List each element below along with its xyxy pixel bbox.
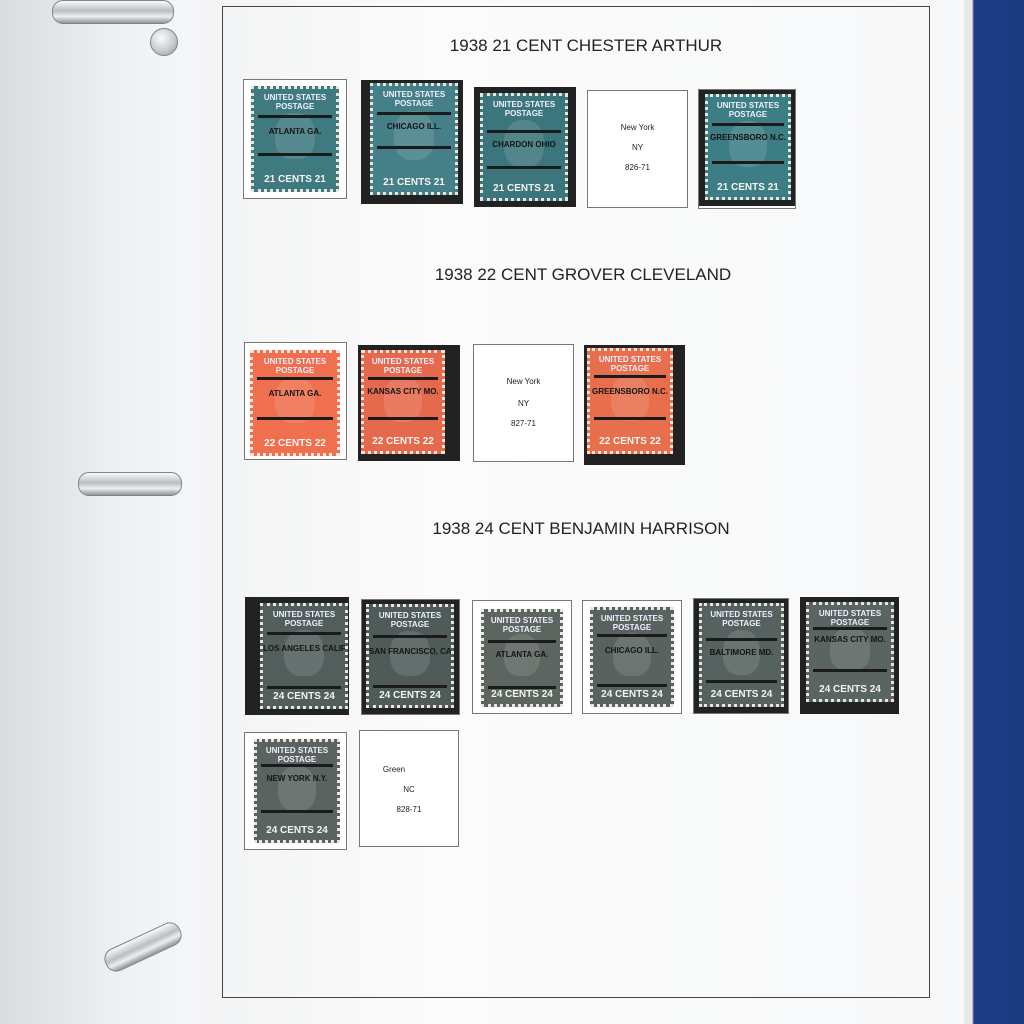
placeholder-slot: New York NY 827-71 — [473, 344, 574, 462]
stamp-24c-harrison: UNITED STATES POSTAGE LOS ANGELES CALIF.… — [260, 603, 348, 709]
binder-ring-top — [52, 0, 174, 24]
portrait — [613, 632, 651, 676]
placeholder-slot: Green NC 828-71 — [359, 730, 459, 847]
portrait — [274, 377, 316, 423]
stamp-21c-arthur: UNITED STATES POSTAGE CHARDON OHIO 21 CE… — [480, 93, 568, 201]
stamp-21c-arthur: UNITED STATES POSTAGE GREENSBORO N.C. 21… — [705, 94, 791, 200]
binder-ring-middle — [78, 472, 182, 496]
stamp-24c-harrison: UNITED STATES POSTAGE ATLANTA GA. 24 CEN… — [481, 609, 563, 707]
stamp-24c-harrison: UNITED STATES POSTAGE KANSAS CITY MO. 24… — [806, 602, 894, 702]
stamp-24c-harrison: UNITED STATES POSTAGE CHICAGO ILL. 24 CE… — [590, 607, 674, 707]
stamp-22c-cleveland: UNITED STATES POSTAGE GREENSBORO N.C. 22… — [587, 348, 673, 454]
portrait — [504, 120, 544, 168]
stamp-22c-cleveland: UNITED STATES POSTAGE KANSAS CITY MO. 22… — [361, 350, 445, 454]
stamp-21c-arthur: UNITED STATES POSTAGE CHICAGO ILL. 21 CE… — [370, 83, 458, 195]
portrait — [728, 121, 768, 167]
stamp-24c-harrison: UNITED STATES POSTAGE BALTIMORE MD. 24 C… — [699, 603, 784, 707]
portrait — [390, 630, 430, 676]
portrait — [384, 376, 422, 422]
stamp-21c-arthur: UNITED STATES POSTAGE ATLANTA GA. 21 CEN… — [251, 86, 339, 192]
section-title-arthur: 1938 21 CENT CHESTER ARTHUR — [449, 36, 723, 55]
portrait — [277, 765, 317, 811]
page-border — [222, 6, 930, 998]
placeholder-slot: New York NY 826-71 — [587, 90, 688, 208]
portrait — [610, 375, 650, 421]
section-title-harrison: 1938 24 CENT BENJAMIN HARRISON — [432, 519, 730, 538]
stamp-24c-harrison: UNITED STATES POSTAGE NEW YORK N.Y. 24 C… — [254, 739, 340, 843]
portrait — [830, 627, 870, 671]
portrait — [284, 630, 324, 676]
stamp-24c-harrison: UNITED STATES POSTAGE SAN FRANCISCO, CAL… — [366, 604, 454, 708]
section-title-cleveland: 1938 22 CENT GROVER CLEVELAND — [434, 265, 732, 284]
binder-ring-top-end — [150, 28, 178, 56]
portrait — [275, 113, 315, 159]
stamp-22c-cleveland: UNITED STATES POSTAGE ATLANTA GA. 22 CEN… — [250, 350, 340, 456]
portrait — [394, 111, 434, 161]
binder-cover — [964, 0, 1024, 1024]
left-album-page — [0, 0, 200, 1024]
portrait — [722, 629, 761, 675]
